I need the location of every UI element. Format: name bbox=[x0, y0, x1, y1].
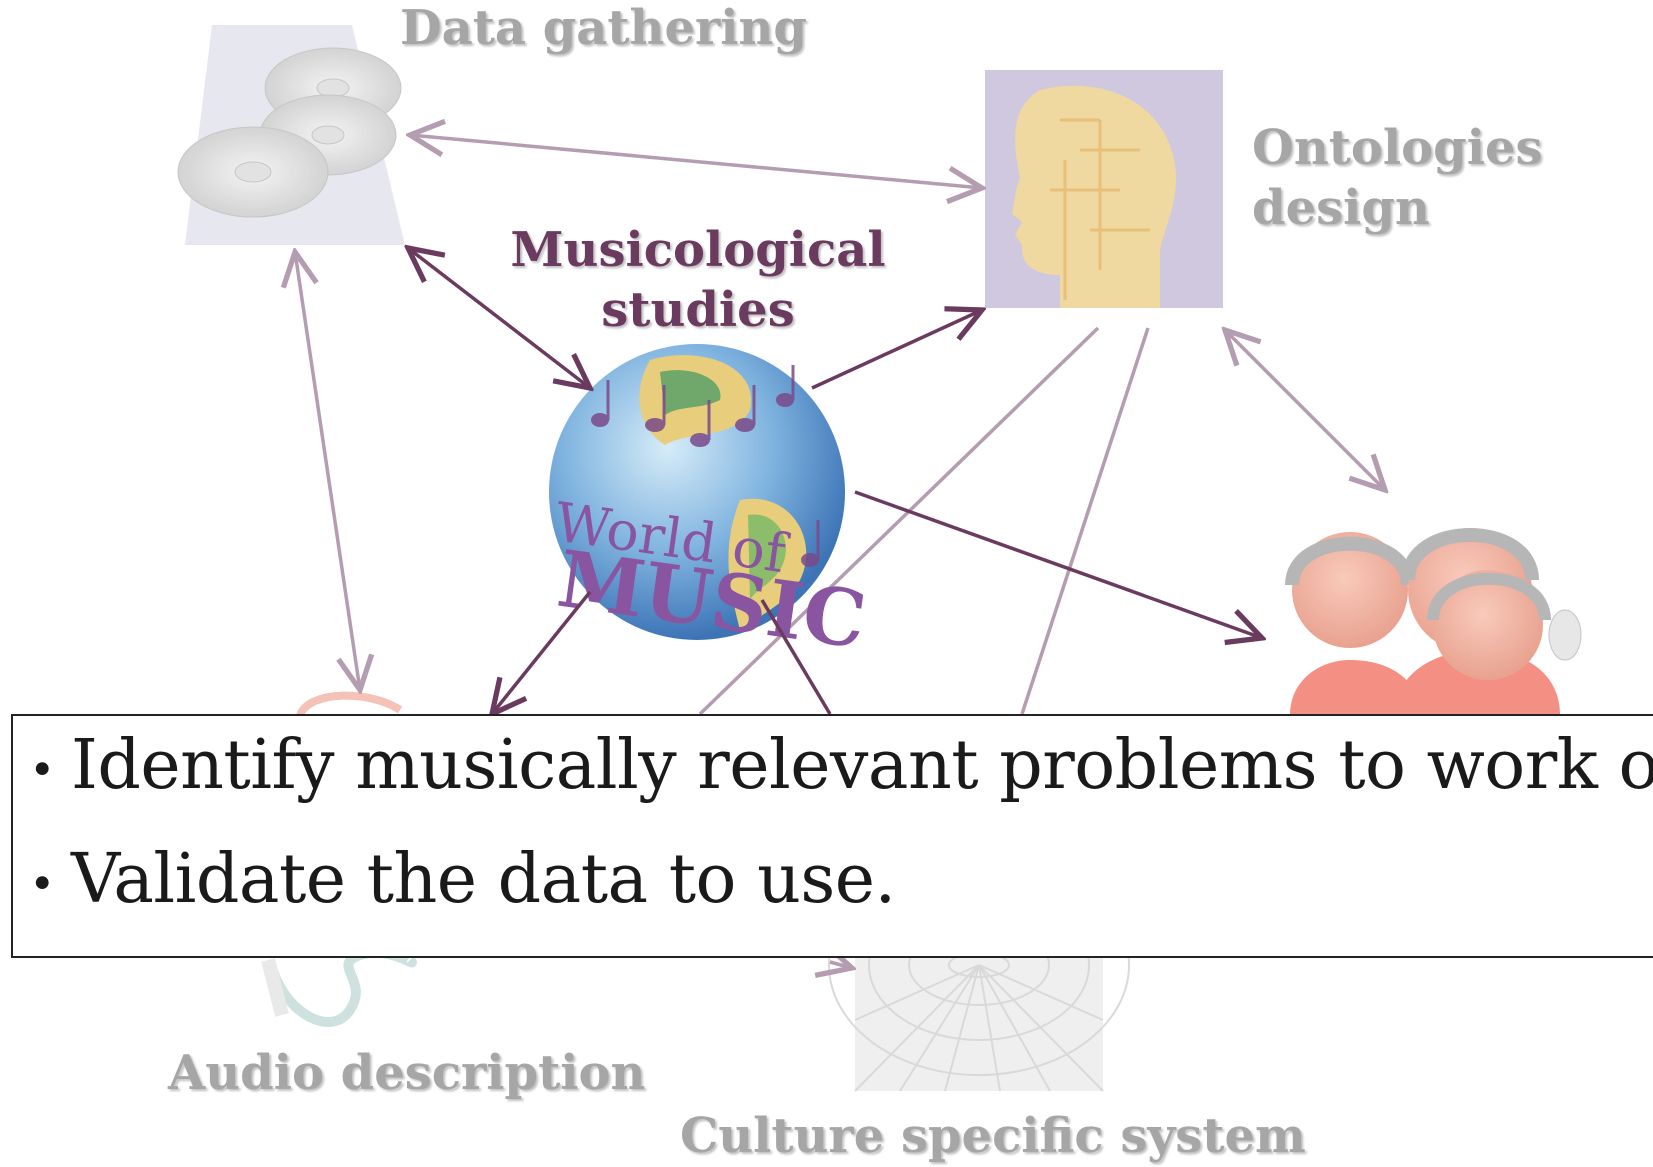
arrow-center-audio bbox=[492, 590, 592, 714]
arrow-center-listeners bbox=[854, 490, 1262, 638]
outer-arrows bbox=[295, 135, 1385, 968]
arrow-center-data bbox=[408, 248, 590, 388]
label-musicological-line1: Musicological bbox=[510, 222, 886, 278]
line-ontologies-mid bbox=[1020, 327, 1150, 715]
cd-stack-icon bbox=[177, 25, 405, 245]
bullet-item: • Identify musically relevant problems to… bbox=[13, 726, 1653, 805]
bullet-text: Validate the data to use. bbox=[71, 840, 896, 919]
label-musicological-studies: Musicological studies bbox=[488, 220, 908, 340]
arrow-data-audio bbox=[295, 252, 360, 690]
bullet-dot: • bbox=[29, 745, 55, 796]
bullet-text: Identify musically relevant problems to … bbox=[71, 726, 1653, 805]
label-musicological-line2: studies bbox=[601, 282, 795, 338]
label-data-gathering: Data gathering bbox=[400, 0, 807, 56]
puzzle-head-icon bbox=[985, 70, 1223, 308]
bullet-box: • Identify musically relevant problems to… bbox=[11, 714, 1653, 958]
arrow-to-dome bbox=[830, 962, 852, 968]
label-culture-specific-system: Culture specific system bbox=[680, 1108, 1306, 1164]
bullet-item: • Validate the data to use. bbox=[13, 840, 896, 919]
line-center-dome bbox=[760, 599, 832, 715]
line-ontologies-left bbox=[698, 326, 1100, 716]
world-of-music-globe-icon: World of MUSIC bbox=[549, 344, 871, 667]
dome-icon bbox=[828, 854, 1130, 1092]
listeners-headphones-icon bbox=[1285, 528, 1582, 715]
label-ontologies-design: Ontologies design bbox=[1252, 118, 1543, 238]
label-audio-description: Audio description bbox=[168, 1045, 646, 1101]
arrow-ontologies-listeners bbox=[1225, 330, 1385, 490]
bullet-dot: • bbox=[29, 859, 55, 910]
label-ontologies-line1: Ontologies bbox=[1252, 120, 1543, 176]
label-ontologies-line2: design bbox=[1252, 180, 1430, 236]
arrow-center-ontologies bbox=[811, 310, 982, 390]
arrow-data-ontologies bbox=[410, 135, 982, 188]
center-arrows bbox=[408, 248, 1262, 714]
